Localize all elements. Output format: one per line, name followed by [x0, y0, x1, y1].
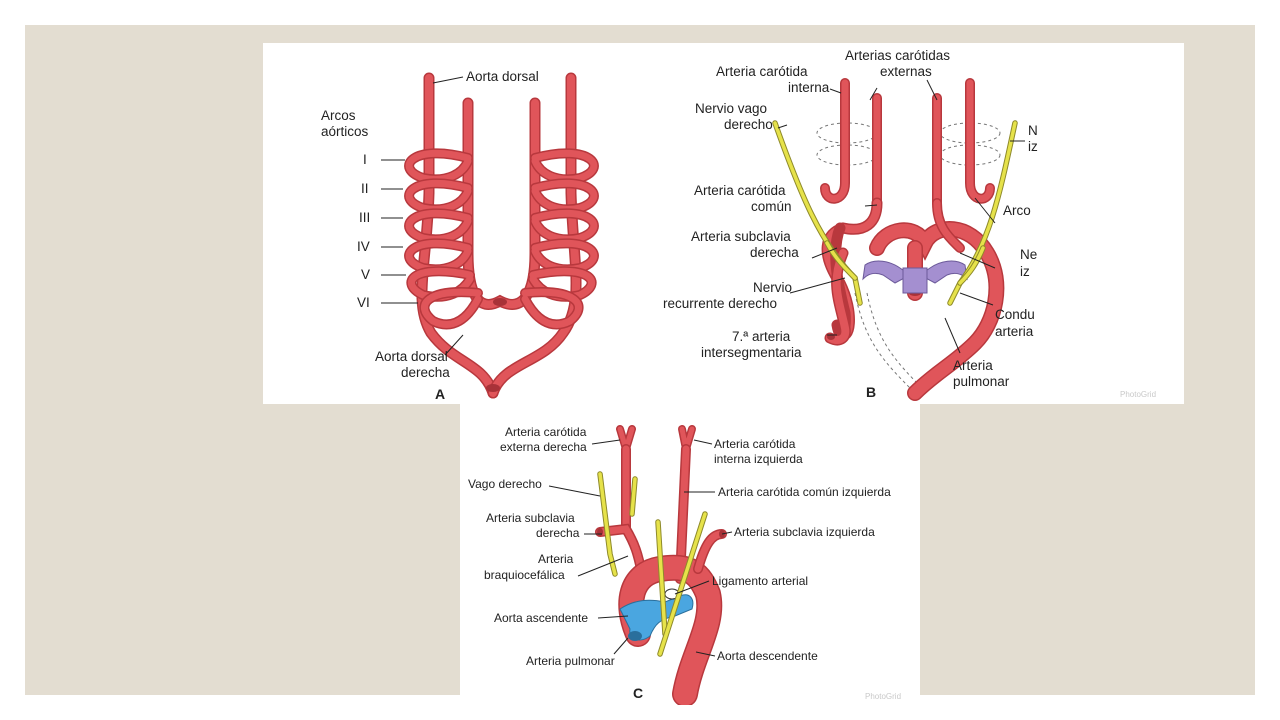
label-subclavian-right: Arteria subclavia — [691, 229, 791, 244]
label-ext-carotid-right-2: externa derecha — [500, 440, 587, 454]
label-subclavian-right-c-2: derecha — [536, 526, 580, 540]
label-arcos: Arcos — [321, 108, 356, 123]
label-vagus-right-2: derecho — [724, 117, 773, 132]
label-recurrent: Nervio — [753, 280, 792, 295]
label-vago-derecho: Vago derecho — [468, 477, 542, 491]
label-ligamento: Ligamento arterial — [712, 574, 808, 588]
label-aorticos: aórticos — [321, 124, 369, 139]
right-arches — [520, 148, 599, 330]
arch-numeral-4: IV — [357, 239, 370, 254]
label-aorta-dorsal-derecha: Aorta dorsal — [375, 349, 448, 364]
nerves-c — [597, 471, 708, 657]
label-carotid-internal-2: interna — [788, 80, 830, 95]
label-arteria-pulmonar: Arteria pulmonar — [526, 654, 615, 668]
label-cut-ne: Ne — [1020, 247, 1037, 262]
aortic-arch-system-a — [404, 72, 599, 399]
watermark-b: PhotoGrid — [1120, 390, 1156, 399]
label-common-carotid-left: Arteria carótida común izquierda — [718, 485, 891, 499]
label-common-carotid: Arteria carótida — [694, 183, 786, 198]
label-carotid-external-2: externas — [880, 64, 932, 79]
panel-b-letter: B — [866, 384, 876, 400]
label-pulmonary: Arteria — [953, 358, 993, 373]
label-cut-arco: Arco — [1003, 203, 1031, 218]
panel-b-diagram: Arteria carótida interna Arterias caróti… — [663, 48, 1156, 401]
label-ext-carotid-right: Arteria carótida — [505, 425, 587, 439]
arch-numeral-3: III — [359, 210, 370, 225]
label-aorta-dorsal: Aorta dorsal — [466, 69, 539, 84]
pulmonary-arteries-b — [862, 260, 968, 294]
label-cut-n-2: iz — [1028, 139, 1038, 154]
arch-numeral-6: VI — [357, 295, 370, 310]
label-recurrent-2: recurrente derecho — [663, 296, 777, 311]
panel-a: Aorta dorsal Arcos aórticos I II III IV … — [263, 43, 615, 404]
label-carotid-external: Arterias carótidas — [845, 48, 950, 63]
label-carotid-internal: Arteria carótida — [716, 64, 808, 79]
label-brachiocephalic: Arteria — [538, 552, 574, 566]
label-intersegmental-2: intersegmentaria — [701, 345, 802, 360]
label-subclavian-right-c: Arteria subclavia — [486, 511, 575, 525]
label-pulmonary-2: pulmonar — [953, 374, 1010, 389]
panel-c-diagram: Arteria carótida externa derecha Arteria… — [468, 425, 901, 705]
arch-numeral-5: V — [361, 267, 370, 282]
label-aorta-descendente: Aorta descendente — [717, 649, 818, 663]
panel-c: Arteria carótida externa derecha Arteria… — [460, 404, 920, 705]
panel-c-leaders — [548, 439, 733, 657]
nerves-b — [772, 120, 1018, 306]
arteries-c — [595, 425, 727, 705]
panel-b-leaders — [777, 79, 1025, 354]
label-int-carotid-left-2: interna izquierda — [714, 452, 803, 466]
label-subclavian-right-2: derecha — [750, 245, 799, 260]
label-cut-ne-2: iz — [1020, 264, 1030, 279]
label-subclavian-left: Arteria subclavia izquierda — [734, 525, 875, 539]
left-arches — [404, 148, 483, 330]
label-cut-cond: Condu — [995, 307, 1035, 322]
panel-c-letter: C — [633, 685, 643, 701]
label-cut-n: N — [1028, 123, 1038, 138]
label-derecha: derecha — [401, 365, 450, 380]
panel-a-diagram: Aorta dorsal Arcos aórticos I II III IV … — [321, 69, 599, 402]
arch-numeral-2: II — [361, 181, 369, 196]
label-cut-cond-2: arteria — [995, 324, 1034, 339]
label-common-carotid-2: común — [751, 199, 792, 214]
watermark-c: PhotoGrid — [865, 692, 901, 701]
label-aorta-ascendente: Aorta ascendente — [494, 611, 588, 625]
label-intersegmental: 7.ª arteria — [732, 329, 791, 344]
arch-numeral-1: I — [363, 152, 367, 167]
label-vagus-right: Nervio vago — [695, 101, 767, 116]
panel-a-leaders — [381, 76, 464, 356]
panel-b: Arteria carótida interna Arterias caróti… — [615, 43, 1184, 404]
arteries-b — [820, 78, 1005, 401]
label-brachiocephalic-2: braquiocefálica — [484, 568, 565, 582]
label-int-carotid-left: Arteria carótida — [714, 437, 796, 451]
panel-a-letter: A — [435, 386, 445, 402]
